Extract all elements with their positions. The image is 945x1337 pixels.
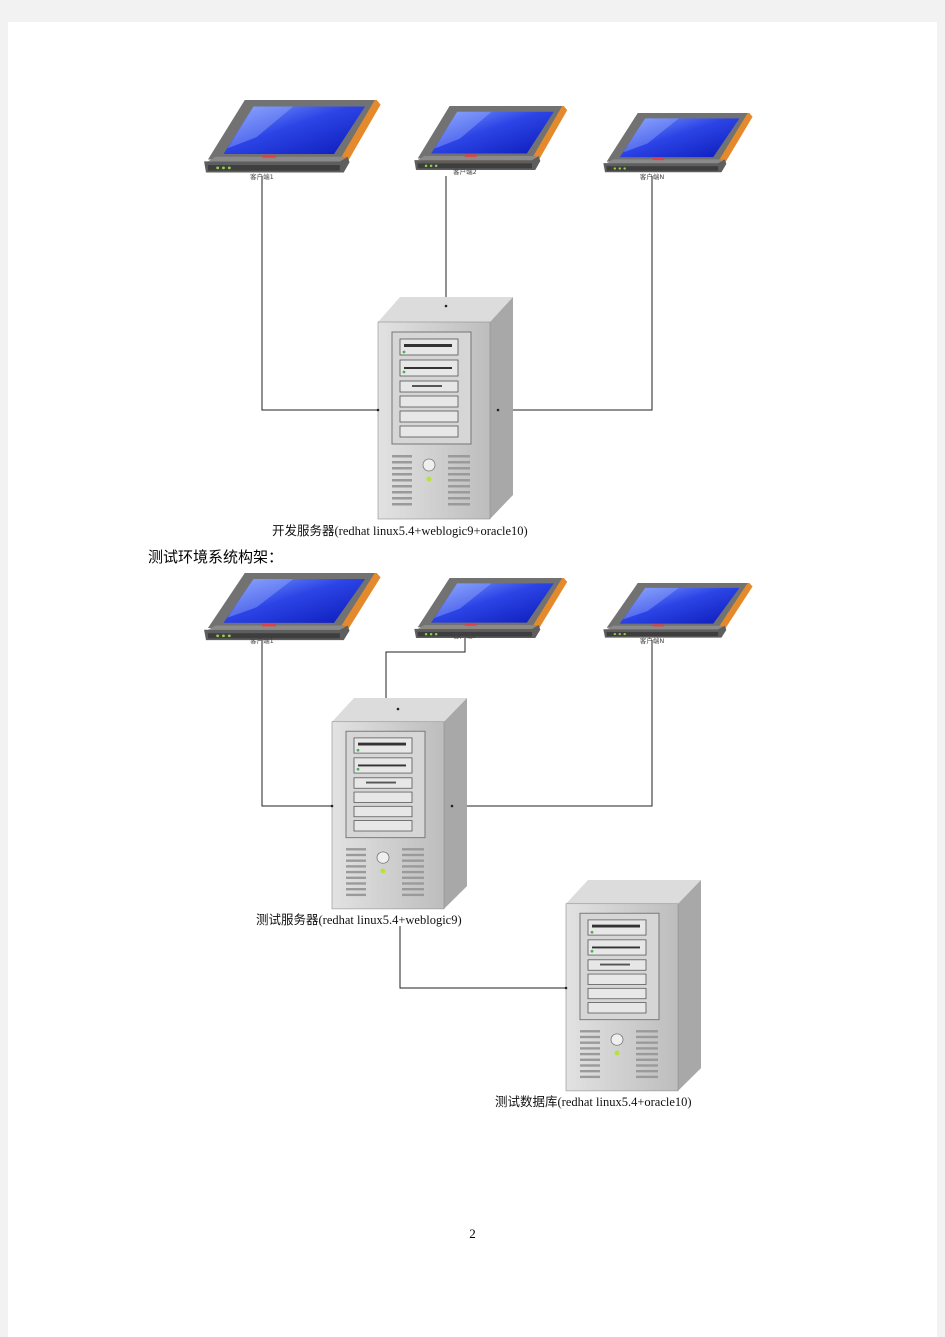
test-link-client1 [261,640,332,807]
server-tower-icon [565,879,702,1092]
test-client-2: 客户端2 [414,578,568,640]
server-tower-icon [331,697,468,910]
laptop-icon [204,100,381,173]
section-heading: 测试环境系统构架： [148,548,284,566]
page-number: 2 [469,1226,476,1241]
dev-client-2: 客户端2 [414,106,568,176]
test-server: 测试服务器(redhat linux5.4+weblogic9) [256,697,468,927]
dev-link-client1 [261,176,378,411]
laptop-icon [603,113,753,173]
document-page [8,22,937,1337]
client-label: 客户端2 [453,631,477,640]
dev-link-clientn [498,176,653,411]
client-label: 客户端N [640,172,665,181]
test-database: 测试数据库(redhat linux5.4+oracle10) [495,879,702,1109]
dev-client-n: 客户端N [603,113,753,181]
dev-client-1: 客户端1 [204,100,381,181]
laptop-icon [204,573,381,641]
server-tower-icon [377,296,514,520]
laptop-icon [414,578,568,639]
client-label: 客户端2 [453,167,477,176]
test-client-n: 客户端N [603,583,753,645]
test-link-database [399,926,566,989]
test-connections [261,636,653,989]
laptop-icon [414,106,568,170]
dev-server-label: 开发服务器(redhat linux5.4+weblogic9+oracle10… [272,523,528,538]
test-client-1: 客户端1 [204,573,381,645]
laptop-icon [603,583,753,638]
dev-server: 开发服务器(redhat linux5.4+weblogic9+oracle10… [272,296,528,538]
client-label: 客户端1 [250,172,274,181]
test-database-label: 测试数据库(redhat linux5.4+oracle10) [495,1094,692,1109]
client-label: 客户端1 [250,636,274,645]
client-label: 客户端N [640,636,665,645]
test-server-label: 测试服务器(redhat linux5.4+weblogic9) [256,912,462,927]
dev-connections [261,176,653,411]
test-link-clientn [452,640,653,807]
